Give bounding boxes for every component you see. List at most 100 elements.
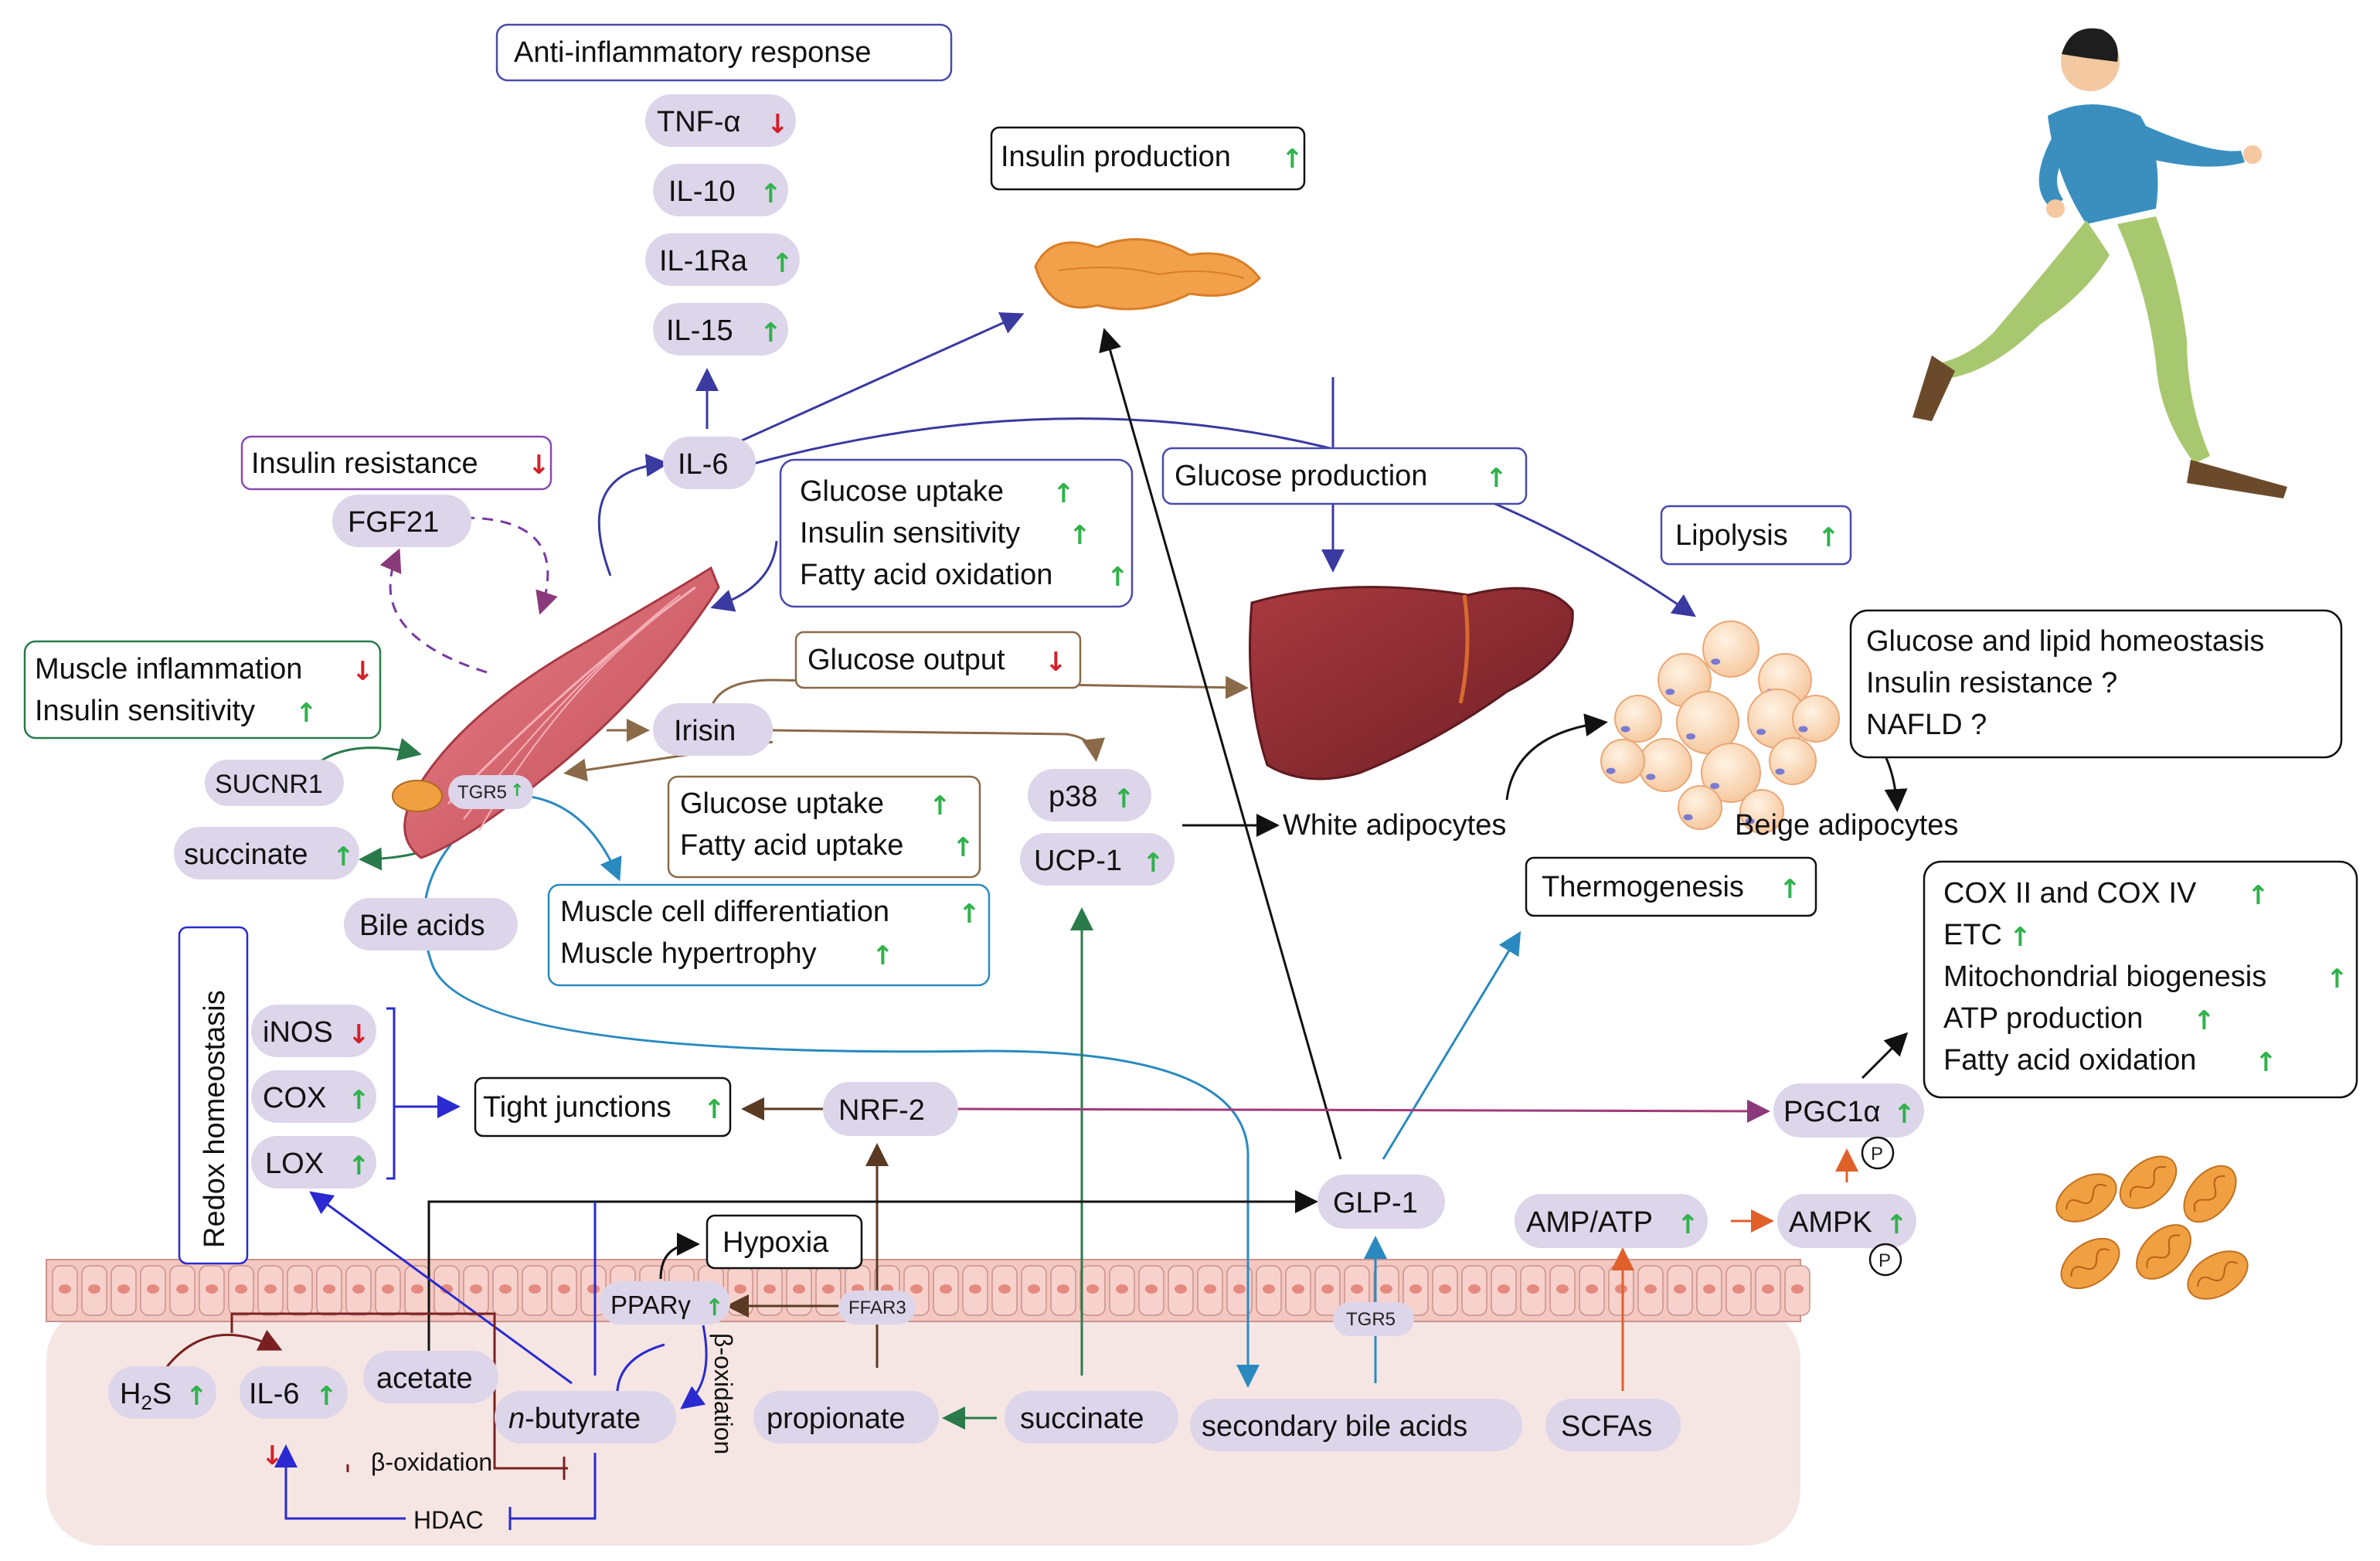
hypoxia-text: Hypoxia bbox=[722, 1226, 829, 1259]
mito-line-3: Mitochondrial biogenesis bbox=[1943, 961, 2266, 993]
pill-glp1: GLP-1 bbox=[1318, 1175, 1445, 1229]
irisin-text: Irisin bbox=[674, 715, 736, 747]
pill-ffar3: FFAR3 bbox=[838, 1291, 916, 1325]
liver-illustration bbox=[1249, 586, 1574, 780]
mitochondrion-icon bbox=[2055, 1173, 2117, 1223]
box-glucose-output: Glucose output ↓ bbox=[794, 631, 1082, 689]
up-arrow-icon: ↑ bbox=[705, 1294, 724, 1321]
up-arrow-icon: ↑ bbox=[771, 248, 794, 279]
succinate-gut-text: succinate bbox=[1020, 1403, 1144, 1435]
fatty-acid-uptake-text: Fatty acid uptake bbox=[680, 829, 903, 862]
down-arrow-icon: ↓ bbox=[348, 1019, 370, 1050]
cell-nucleus bbox=[88, 1284, 100, 1294]
il6-text: IL-6 bbox=[678, 448, 728, 481]
adipocyte-nucleus bbox=[1686, 733, 1695, 740]
cell-nucleus bbox=[1292, 1284, 1304, 1294]
adipocyte bbox=[1600, 739, 1645, 784]
nrf2-text: NRF-2 bbox=[838, 1094, 925, 1127]
down-arrow-icon: ↓ bbox=[261, 1440, 284, 1471]
cell-nucleus bbox=[1498, 1284, 1510, 1294]
box-thermogenesis: Thermogenesis ↑ bbox=[1525, 856, 1817, 917]
box-insulin-production: Insulin production ↑ bbox=[990, 126, 1306, 191]
mitochondrion-cristae bbox=[2066, 1183, 2107, 1210]
cell-nucleus bbox=[499, 1284, 512, 1294]
tight-junctions-text: Tight junctions bbox=[483, 1091, 672, 1124]
cell-nucleus bbox=[1233, 1284, 1246, 1294]
cell-nucleus bbox=[763, 1284, 776, 1294]
up-arrow-icon: ↑ bbox=[760, 318, 782, 349]
cell-nucleus bbox=[1028, 1284, 1040, 1294]
cell-nucleus bbox=[822, 1284, 835, 1294]
up-arrow-icon: ↑ bbox=[1817, 522, 1840, 553]
adipocyte-nucleus bbox=[1683, 814, 1693, 821]
up-arrow-icon: ↑ bbox=[1069, 520, 1091, 551]
up-arrow-icon: ↑ bbox=[1142, 848, 1164, 879]
cell-nucleus bbox=[1380, 1284, 1392, 1294]
adipocyte bbox=[1792, 695, 1840, 743]
cell-nucleus bbox=[352, 1284, 365, 1294]
adipocyte-nucleus bbox=[1606, 767, 1616, 774]
pill-pparg: PPARγ ↑ bbox=[599, 1281, 730, 1325]
box-anti-inflammatory: Anti-inflammatory response bbox=[495, 23, 953, 82]
tgr5-muscle-text: TGR5 bbox=[457, 782, 507, 803]
n-butyrate-text: n-butyrate bbox=[508, 1403, 641, 1435]
up-arrow-icon: ↑ bbox=[2193, 1005, 2215, 1036]
cell-nucleus bbox=[147, 1284, 159, 1294]
cell-nucleus bbox=[1527, 1284, 1539, 1294]
pill-bile-acids: Bile acids bbox=[344, 898, 518, 951]
cell-nucleus bbox=[1703, 1284, 1715, 1294]
cell-nucleus bbox=[1145, 1284, 1158, 1294]
box-redox-homeostasis: Redox homeostasis bbox=[178, 926, 249, 1265]
adipocyte bbox=[1678, 785, 1722, 830]
mitochondrion-icon bbox=[392, 780, 443, 812]
cell-nucleus bbox=[734, 1284, 746, 1294]
box-muscle-differentiation: Muscle cell differentiation ↑ Muscle hyp… bbox=[547, 883, 991, 987]
up-arrow-icon: ↑ bbox=[958, 899, 981, 930]
box-glucose-fatty-uptake: Glucose uptake ↑ Fatty acid uptake ↑ bbox=[667, 775, 981, 879]
insulin-sensitivity-left-text: Insulin sensitivity bbox=[35, 695, 255, 727]
cell-nucleus bbox=[1057, 1284, 1069, 1294]
up-arrow-icon: ↑ bbox=[1281, 144, 1304, 175]
ffar3-text: FFAR3 bbox=[848, 1297, 906, 1318]
pill-inos: iNOS ↓ bbox=[251, 1005, 376, 1057]
cell-nucleus bbox=[1556, 1284, 1569, 1294]
mito-line-2: ETC bbox=[1943, 919, 2002, 951]
up-arrow-icon: ↑ bbox=[315, 1381, 338, 1412]
pill-acetate: acetate bbox=[363, 1351, 498, 1403]
up-arrow-icon: ↑ bbox=[1113, 784, 1135, 815]
cell-nucleus bbox=[1086, 1284, 1099, 1294]
cell-nucleus bbox=[529, 1284, 541, 1294]
mitochondrion-icon bbox=[2136, 1224, 2191, 1280]
glp1-text: GLP-1 bbox=[1333, 1187, 1418, 1219]
pill-nrf2: NRF-2 bbox=[823, 1082, 958, 1136]
up-arrow-icon: ↑ bbox=[1052, 478, 1075, 509]
cell-nucleus bbox=[1674, 1284, 1686, 1294]
tnf-text: TNF-α bbox=[657, 106, 741, 138]
adipocyte-cluster bbox=[1600, 621, 1840, 834]
mitochondrion-icon bbox=[2187, 1250, 2249, 1300]
fgf21-text: FGF21 bbox=[348, 506, 439, 539]
glucose-output-text: Glucose output bbox=[808, 644, 1005, 676]
mitochondrion-cristae bbox=[2146, 1234, 2181, 1269]
muscle-cell-diff-text: Muscle cell differentiation bbox=[560, 896, 889, 928]
mitochondrion-cristae bbox=[2070, 1248, 2110, 1277]
down-arrow-icon: ↓ bbox=[528, 450, 550, 481]
down-arrow-icon: ↓ bbox=[1045, 647, 1067, 678]
cell-nucleus bbox=[1644, 1284, 1657, 1294]
cell-nucleus bbox=[969, 1284, 981, 1294]
pill-tnf: TNF-α ↓ bbox=[645, 94, 796, 147]
redox-homeostasis-text: Redox homeostasis bbox=[199, 990, 231, 1248]
homeostasis-line-1: Glucose and lipid homeostasis bbox=[1866, 625, 2264, 658]
pgc1a-text: PGC1α bbox=[1783, 1096, 1880, 1128]
tgr5-gut-text: TGR5 bbox=[1346, 1309, 1396, 1330]
up-arrow-icon: ↑ bbox=[760, 179, 782, 209]
up-arrow-icon: ↑ bbox=[2009, 922, 2032, 953]
up-arrow-icon: ↑ bbox=[952, 832, 974, 863]
pill-sucnr1: SUCNR1 bbox=[205, 760, 344, 806]
homeostasis-line-2: Insulin resistance ? bbox=[1866, 667, 2117, 699]
adipocyte bbox=[1638, 738, 1692, 792]
cell-nucleus bbox=[1321, 1284, 1334, 1294]
il15-text: IL-15 bbox=[666, 315, 733, 347]
scfas-text: SCFAs bbox=[1561, 1410, 1652, 1443]
